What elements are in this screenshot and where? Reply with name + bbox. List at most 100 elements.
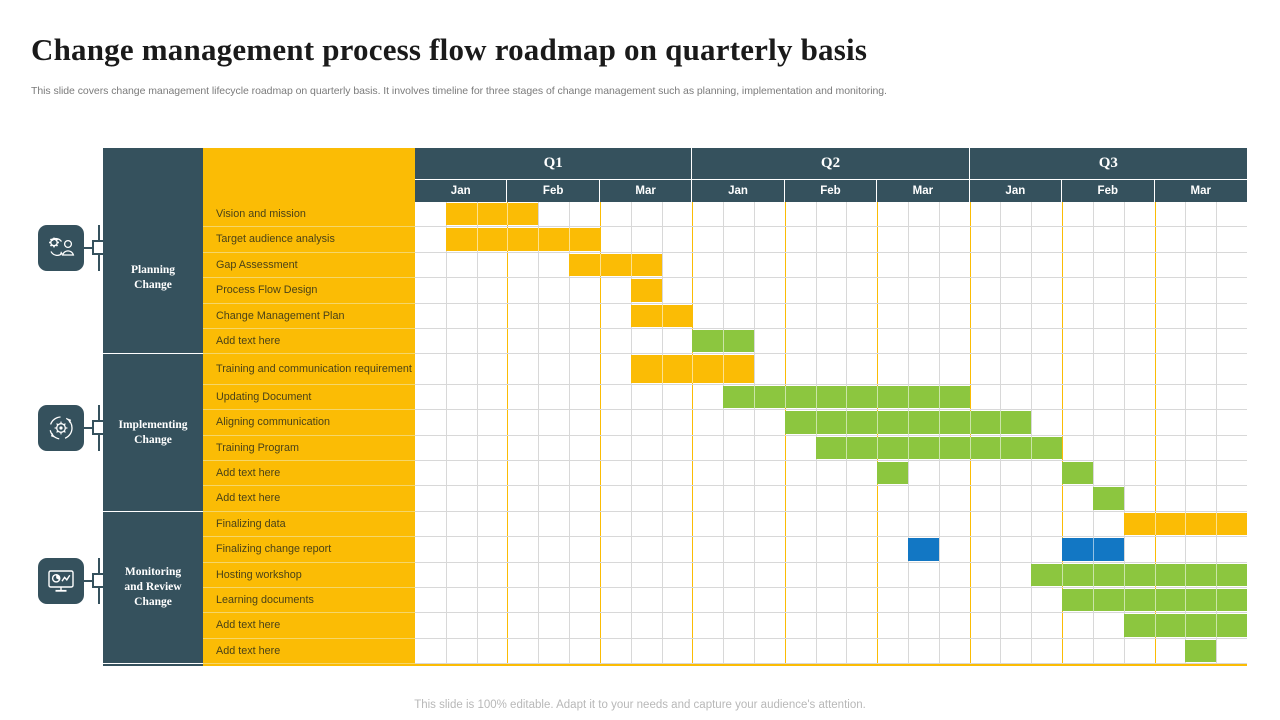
- gridline: [599, 638, 601, 664]
- gridline: [599, 278, 601, 303]
- gantt-bar[interactable]: [1062, 538, 1124, 561]
- gridline: [753, 613, 755, 638]
- gridline: [1092, 354, 1094, 384]
- gridline: [630, 486, 632, 511]
- gantt-bar[interactable]: [445, 228, 600, 251]
- gridline: [784, 613, 786, 638]
- task-label[interactable]: Aligning communication: [203, 410, 415, 436]
- gridline: [1031, 384, 1033, 410]
- task-label[interactable]: Add text here: [203, 613, 415, 639]
- gridline: [630, 410, 632, 435]
- gantt-bar[interactable]: [630, 355, 754, 383]
- gantt-bar[interactable]: [908, 538, 939, 561]
- gridline: [569, 384, 571, 410]
- gridline: [507, 588, 509, 613]
- gantt-bar[interactable]: [723, 385, 970, 409]
- month-header-q1-feb: Feb: [507, 179, 600, 202]
- gridline: [476, 638, 478, 664]
- gantt-bar[interactable]: [815, 436, 1063, 460]
- slide-footer: This slide is 100% editable. Adapt it to…: [414, 699, 866, 711]
- gridline: [569, 613, 571, 638]
- task-label[interactable]: Add text here: [203, 638, 415, 665]
- gridline: [753, 461, 755, 486]
- gantt-bar[interactable]: [569, 253, 662, 277]
- gridline: [877, 537, 879, 562]
- gridline: [969, 202, 971, 227]
- gridline: [661, 410, 663, 435]
- task-label[interactable]: Vision and mission: [203, 202, 415, 228]
- bar-segment-divider: [753, 385, 755, 409]
- bar-segment-divider: [846, 385, 848, 409]
- task-label[interactable]: Process Flow Design: [203, 278, 415, 304]
- gridline: [784, 354, 786, 384]
- gridline: [877, 227, 879, 252]
- task-label[interactable]: Target audience analysis: [203, 227, 415, 253]
- task-label[interactable]: Add text here: [203, 486, 415, 512]
- task-label[interactable]: Gap Assessment: [203, 252, 415, 279]
- gridline: [538, 461, 540, 486]
- task-label[interactable]: Change Management Plan: [203, 303, 415, 329]
- gridline: [507, 435, 509, 461]
- task-label[interactable]: Training Program: [203, 435, 415, 462]
- task-label[interactable]: Finalizing data: [203, 511, 415, 538]
- gantt-bar[interactable]: [692, 329, 754, 353]
- gantt-bar[interactable]: [630, 304, 693, 327]
- gridline: [1154, 435, 1156, 461]
- task-label[interactable]: Updating Document: [203, 384, 415, 411]
- gridline: [1062, 278, 1064, 303]
- gridline: [1031, 537, 1033, 562]
- gridline: [445, 613, 447, 638]
- task-label[interactable]: Training and communication requirement: [203, 354, 415, 385]
- gridline: [538, 202, 540, 227]
- bar-segment-divider: [815, 385, 817, 409]
- gridline: [1216, 227, 1218, 252]
- gridline: [1062, 384, 1064, 410]
- gridlines: [415, 638, 1247, 664]
- gridline: [661, 562, 663, 588]
- gridline: [569, 354, 571, 384]
- gridline: [1092, 638, 1094, 664]
- bar-segment-divider: [476, 228, 478, 251]
- gantt-bar[interactable]: [1092, 487, 1124, 510]
- gridline: [784, 252, 786, 278]
- gridline: [1031, 278, 1033, 303]
- gantt-bar[interactable]: [1062, 462, 1093, 485]
- gantt-bar[interactable]: [630, 279, 662, 302]
- gantt-bar[interactable]: [877, 462, 909, 485]
- task-label[interactable]: Add text here: [203, 328, 415, 355]
- icon-group-2: [38, 405, 107, 451]
- task-label[interactable]: Learning documents: [203, 588, 415, 614]
- gantt-bar[interactable]: [1185, 639, 1217, 663]
- gridline: [753, 202, 755, 227]
- gridline: [1185, 354, 1187, 384]
- gridline: [1123, 227, 1125, 252]
- gridline: [908, 613, 910, 638]
- gridline: [445, 384, 447, 410]
- gridline: [1185, 384, 1187, 410]
- task-label[interactable]: Hosting workshop: [203, 562, 415, 589]
- task-label[interactable]: Add text here: [203, 461, 415, 487]
- gantt-bar[interactable]: [784, 411, 1032, 434]
- gridline: [661, 435, 663, 461]
- gridline: [445, 252, 447, 278]
- task-label[interactable]: Finalizing change report: [203, 537, 415, 563]
- gantt-bar[interactable]: [1123, 614, 1247, 637]
- gridline: [1154, 303, 1156, 328]
- gantt-bar[interactable]: [1123, 512, 1247, 536]
- gantt-row: [415, 435, 1247, 462]
- bar-segment-divider: [1062, 563, 1064, 587]
- gridline: [815, 613, 817, 638]
- gantt-bar[interactable]: [445, 203, 539, 226]
- quarter-header-q1: Q1: [415, 148, 693, 179]
- gridline: [969, 562, 971, 588]
- gridline: [661, 328, 663, 354]
- gridline: [1062, 227, 1064, 252]
- gantt-bar[interactable]: [1062, 589, 1247, 612]
- gridline: [1000, 638, 1002, 664]
- gantt-bar[interactable]: [1031, 563, 1247, 587]
- gridline: [507, 384, 509, 410]
- gridline: [476, 328, 478, 354]
